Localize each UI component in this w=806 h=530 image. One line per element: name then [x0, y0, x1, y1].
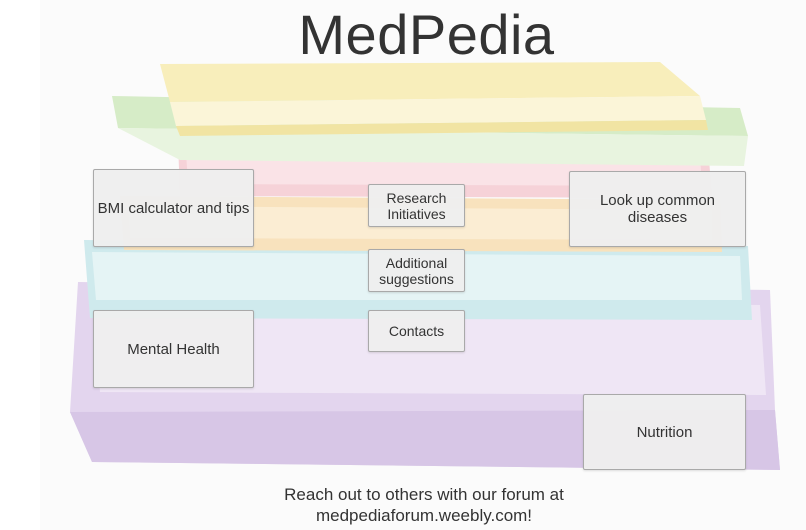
- additional-suggestions-button[interactable]: Additional suggestions: [368, 249, 465, 292]
- left-margin: [0, 0, 40, 530]
- footer-line-1: Reach out to others with our forum at: [284, 485, 564, 504]
- research-initiatives-button[interactable]: Research Initiatives: [368, 184, 465, 227]
- mental-health-button[interactable]: Mental Health: [93, 310, 254, 388]
- common-diseases-button[interactable]: Look up common diseases: [569, 171, 746, 247]
- contacts-button[interactable]: Contacts: [368, 310, 465, 352]
- nutrition-button[interactable]: Nutrition: [583, 394, 746, 470]
- bmi-calculator-button[interactable]: BMI calculator and tips: [93, 169, 254, 247]
- site-title: MedPedia: [298, 3, 555, 66]
- forum-footer: Reach out to others with our forum at me…: [250, 484, 598, 526]
- forum-link[interactable]: medpediaforum.weebly.com!: [315, 506, 533, 525]
